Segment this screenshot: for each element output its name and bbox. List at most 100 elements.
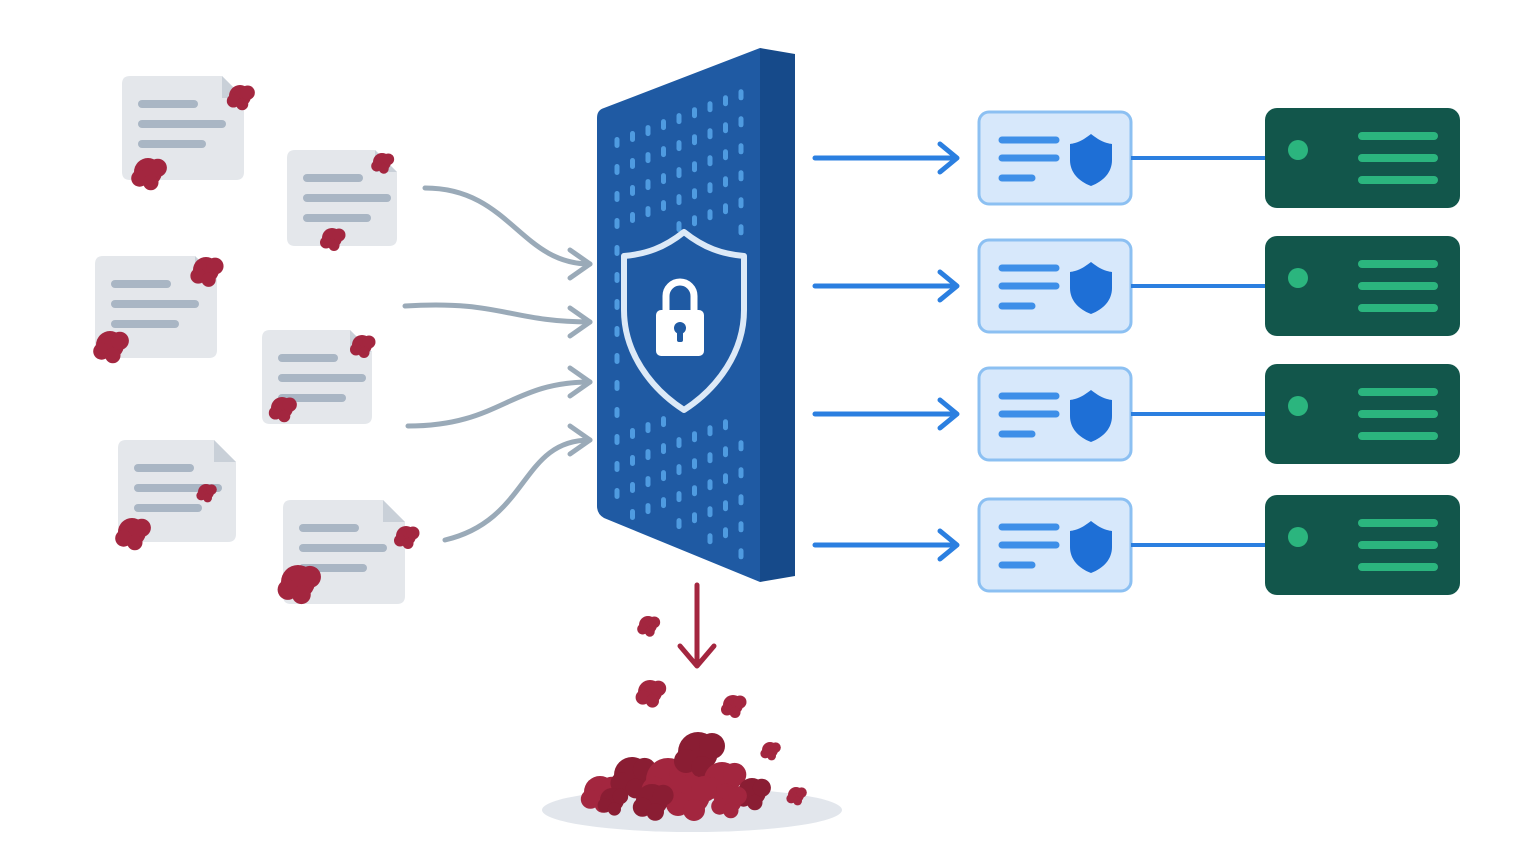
filter-dot bbox=[707, 506, 713, 518]
filter-dot bbox=[738, 116, 744, 128]
falling-contaminant bbox=[786, 787, 807, 806]
filter-dot bbox=[738, 521, 744, 533]
filter-dot bbox=[676, 140, 682, 152]
incoming-arrow bbox=[405, 365, 593, 429]
falling-contaminant bbox=[760, 742, 781, 761]
contaminant-blob bbox=[277, 565, 321, 605]
arrowhead bbox=[677, 643, 717, 669]
contaminant-blob bbox=[371, 153, 395, 174]
filter-dot bbox=[661, 146, 666, 158]
filter-dot bbox=[707, 479, 713, 491]
filter-dot bbox=[645, 449, 651, 461]
filter-dot bbox=[692, 458, 697, 470]
server-status-light bbox=[1288, 396, 1308, 416]
lock-shackle bbox=[662, 278, 698, 312]
server-status-light bbox=[1288, 527, 1308, 547]
outgoing-arrow bbox=[812, 141, 960, 175]
filter-dot bbox=[676, 464, 682, 476]
filter-dot bbox=[630, 428, 635, 440]
filter-dot bbox=[676, 491, 682, 503]
filter-dot bbox=[738, 440, 744, 452]
filter-dot bbox=[723, 149, 728, 161]
incoming-arrow bbox=[402, 302, 593, 339]
filter-dot bbox=[692, 161, 697, 173]
outgoing-arrow bbox=[812, 269, 960, 303]
filter-dot bbox=[723, 419, 728, 431]
lock-keyhole bbox=[674, 322, 686, 334]
filter-dot bbox=[723, 176, 728, 188]
arrowhead bbox=[567, 423, 593, 457]
filter-dot bbox=[645, 422, 651, 434]
filter-dot bbox=[614, 407, 620, 418]
waste-pile-icon bbox=[580, 732, 771, 821]
contaminant-blob bbox=[93, 331, 129, 364]
filter-dot bbox=[738, 224, 744, 236]
server-status-light bbox=[1288, 140, 1308, 160]
filter-dot bbox=[707, 101, 713, 113]
filter-dot bbox=[707, 128, 713, 140]
arrowhead bbox=[937, 141, 960, 175]
filter-dot bbox=[630, 212, 635, 224]
filter-dot bbox=[692, 215, 697, 227]
filter-dot bbox=[738, 197, 744, 209]
arrowhead bbox=[567, 305, 593, 339]
shield-icon bbox=[1070, 262, 1112, 314]
filter-dot bbox=[738, 89, 744, 101]
filter-dot bbox=[738, 548, 744, 560]
clean-document-card bbox=[977, 110, 1133, 206]
pile-blob bbox=[597, 788, 629, 816]
filter-dot bbox=[661, 470, 666, 482]
document-fold bbox=[383, 500, 405, 522]
filter-dot-grid bbox=[614, 89, 744, 560]
filter-dot bbox=[645, 179, 651, 191]
incoming-arrow bbox=[442, 423, 593, 543]
filter-dot bbox=[630, 185, 635, 197]
filter-dot bbox=[661, 443, 666, 455]
filter-dot bbox=[661, 200, 666, 212]
falling-contaminant bbox=[635, 680, 667, 708]
filter-dot bbox=[661, 497, 666, 509]
filter-dot bbox=[723, 446, 728, 458]
contaminant-blob bbox=[350, 335, 376, 358]
outgoing-arrows bbox=[812, 141, 960, 562]
shield-lock-icon bbox=[621, 229, 747, 413]
pile-blob bbox=[711, 786, 747, 819]
filter-dot bbox=[661, 173, 666, 185]
contaminant-blob bbox=[115, 518, 151, 551]
filter-dot bbox=[692, 485, 697, 497]
filter-dot bbox=[614, 353, 620, 364]
filter-dot bbox=[676, 518, 682, 530]
filter-dot bbox=[614, 326, 620, 337]
filter-dot bbox=[707, 425, 713, 437]
filter-dot bbox=[692, 134, 697, 146]
shield-icon bbox=[1070, 521, 1112, 573]
filter-dot bbox=[676, 167, 682, 179]
filter-dot bbox=[630, 158, 635, 170]
arrowhead bbox=[937, 397, 960, 431]
filter-dot bbox=[723, 95, 728, 107]
filter-dot bbox=[723, 500, 728, 512]
servers bbox=[1131, 108, 1460, 595]
filter-dot bbox=[614, 299, 620, 310]
server bbox=[1131, 108, 1460, 208]
document-icon bbox=[93, 256, 224, 364]
filter-dot bbox=[630, 482, 635, 494]
pile-blob bbox=[674, 732, 725, 778]
filter-dot bbox=[738, 143, 744, 155]
filter-dot bbox=[676, 221, 682, 233]
filter-dot bbox=[676, 437, 682, 449]
filter-dot bbox=[707, 452, 713, 464]
filter-dot bbox=[707, 182, 713, 194]
filter-dot bbox=[707, 533, 713, 545]
arrowhead bbox=[937, 269, 960, 303]
filter-dot bbox=[723, 527, 728, 539]
filter-dot bbox=[614, 164, 620, 175]
filter-dot bbox=[661, 119, 666, 131]
contaminant-blob bbox=[268, 397, 297, 423]
clean-document-card bbox=[977, 497, 1133, 593]
filter-dot bbox=[630, 455, 635, 467]
document-icon bbox=[115, 440, 236, 551]
filter-dot bbox=[692, 188, 697, 200]
filter-dot bbox=[723, 122, 728, 134]
